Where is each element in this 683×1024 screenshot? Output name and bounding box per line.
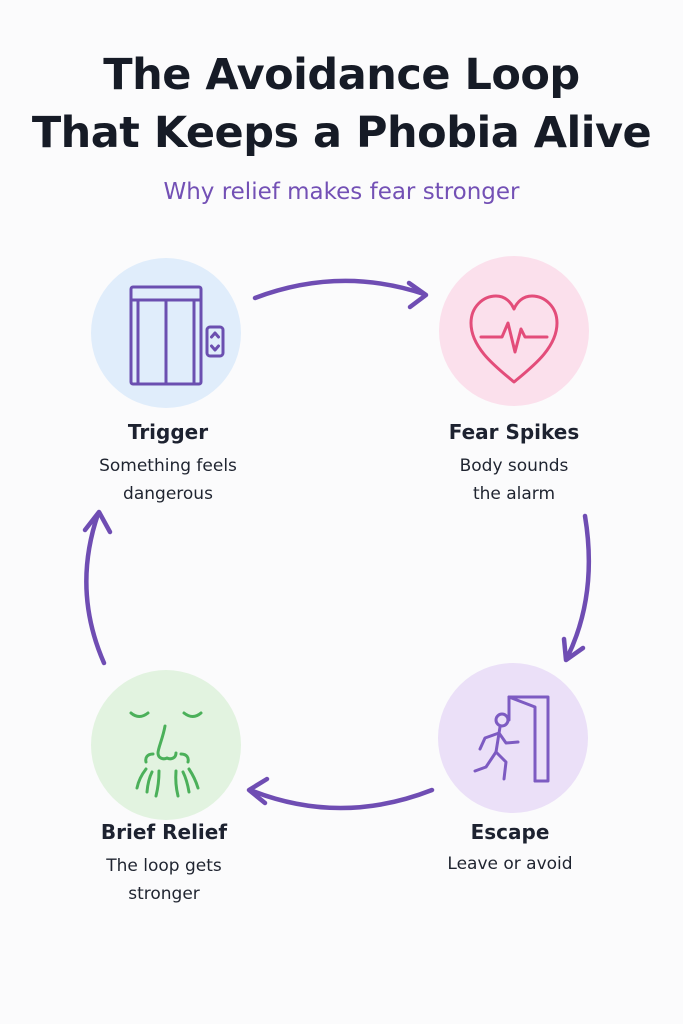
step-trigger-label: Trigger xyxy=(127,420,209,444)
exit-door-icon xyxy=(473,695,550,783)
step-fear-label: Fear Spikes xyxy=(448,420,580,444)
arrow-fear-to-escape xyxy=(561,513,592,663)
elevator-icon xyxy=(129,285,225,386)
step-trigger-desc-line-2: dangerous xyxy=(123,484,213,504)
step-escape-description: Leave or avoid xyxy=(390,850,630,878)
arrow-trigger-to-fear xyxy=(252,278,429,310)
step-relief-desc-line-1: The loop gets xyxy=(106,856,222,876)
title-line-1: The Avoidance Loop xyxy=(103,50,580,100)
arrow-relief-to-trigger xyxy=(82,509,113,666)
step-escape-desc-line-1: Leave or avoid xyxy=(447,854,573,874)
step-fear-description: Body sounds the alarm xyxy=(394,452,634,508)
page-title: The Avoidance Loop That Keeps a Phobia A… xyxy=(0,46,683,162)
step-escape-circle xyxy=(438,663,588,813)
step-fear-desc-line-2: the alarm xyxy=(472,484,556,504)
title-line-2: That Keeps a Phobia Alive xyxy=(31,108,652,158)
step-relief-description: The loop gets stronger xyxy=(44,852,284,908)
page-subtitle: Why relief makes fear stronger xyxy=(163,179,520,205)
step-trigger-circle xyxy=(91,258,241,408)
step-escape-label: Escape xyxy=(470,820,550,844)
heartbeat-icon xyxy=(469,294,559,384)
step-trigger-desc-line-1: Something feels xyxy=(99,456,237,476)
step-relief-label: Brief Relief xyxy=(100,820,228,844)
step-relief-circle xyxy=(91,670,241,820)
step-fear-circle xyxy=(439,256,589,406)
step-fear-desc-line-1: Body sounds xyxy=(459,456,569,476)
step-relief-desc-line-2: stronger xyxy=(128,884,200,904)
arrow-escape-to-relief xyxy=(246,776,435,811)
step-trigger-description: Something feels dangerous xyxy=(48,452,288,508)
sigh-face-icon xyxy=(129,711,203,798)
